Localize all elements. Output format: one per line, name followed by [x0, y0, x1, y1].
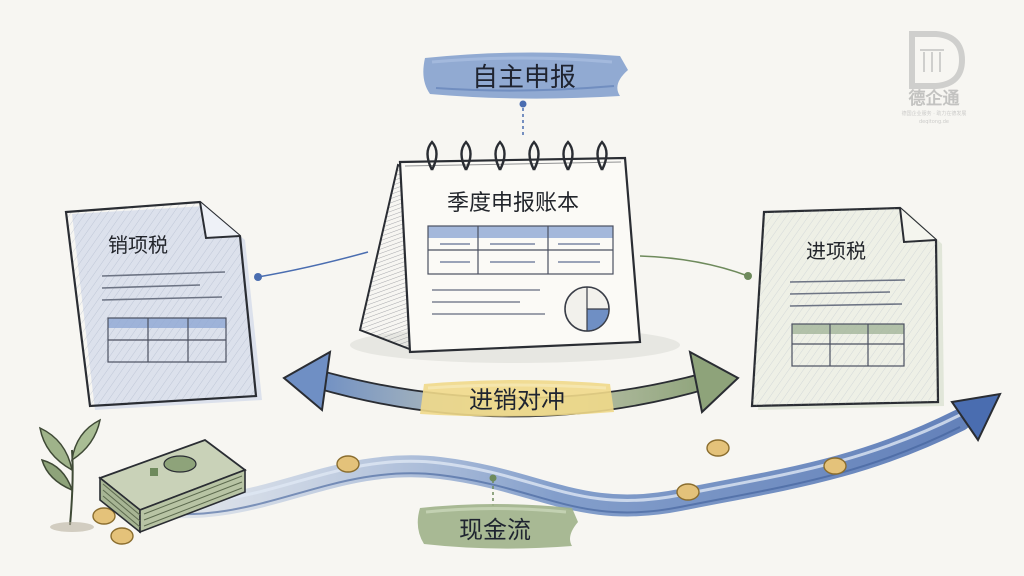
coin-icon — [111, 528, 133, 544]
calendar-pie-chart — [565, 287, 609, 331]
cash-flow-label: 现金流 — [418, 504, 578, 549]
coin-icon — [824, 458, 846, 474]
calendar-title: 季度申报账本 — [447, 191, 579, 216]
input-tax-document: 进项税 — [752, 208, 944, 410]
arrow-head-left — [284, 352, 330, 410]
deqitong-logo: 德企通 德国企业服务 · 助力在德发展 deqitong.de — [902, 34, 967, 125]
calendar-table-header — [428, 226, 613, 238]
quarterly-ledger-calendar: 季度申报账本 — [350, 142, 680, 363]
connector-right — [640, 256, 748, 276]
offset-text: 进销对冲 — [469, 386, 565, 414]
sprout-icon — [40, 420, 100, 532]
self-declaration-label: 自主申报 — [423, 52, 628, 98]
cash-flow-text: 现金流 — [459, 516, 531, 544]
input-tax-title: 进项税 — [806, 239, 866, 263]
connector-dot-right — [744, 272, 752, 280]
connector-dot-bottom — [490, 475, 497, 482]
coin-icon — [677, 484, 699, 500]
coin-icon — [337, 456, 359, 472]
coin-icon — [707, 440, 729, 456]
logo-name: 德企通 — [909, 88, 960, 109]
connector-dot-top — [520, 101, 527, 108]
coin-icon — [93, 508, 115, 524]
connector-dot-left — [254, 273, 262, 281]
output-tax-title: 销项税 — [108, 233, 168, 257]
output-tax-document: 销项税 — [66, 202, 262, 410]
logo-tagline: 德国企业服务 · 助力在德发展 — [902, 110, 967, 117]
logo-gate-icon — [920, 50, 944, 72]
logo-url: deqitong.de — [919, 119, 949, 125]
offset-label: 进销对冲 — [420, 380, 614, 417]
banknote-stack-icon — [100, 440, 245, 532]
arrow-head-right — [690, 352, 738, 412]
connector-left — [258, 252, 368, 277]
logo-d-mark — [912, 34, 962, 86]
self-declaration-text: 自主申报 — [472, 63, 576, 93]
